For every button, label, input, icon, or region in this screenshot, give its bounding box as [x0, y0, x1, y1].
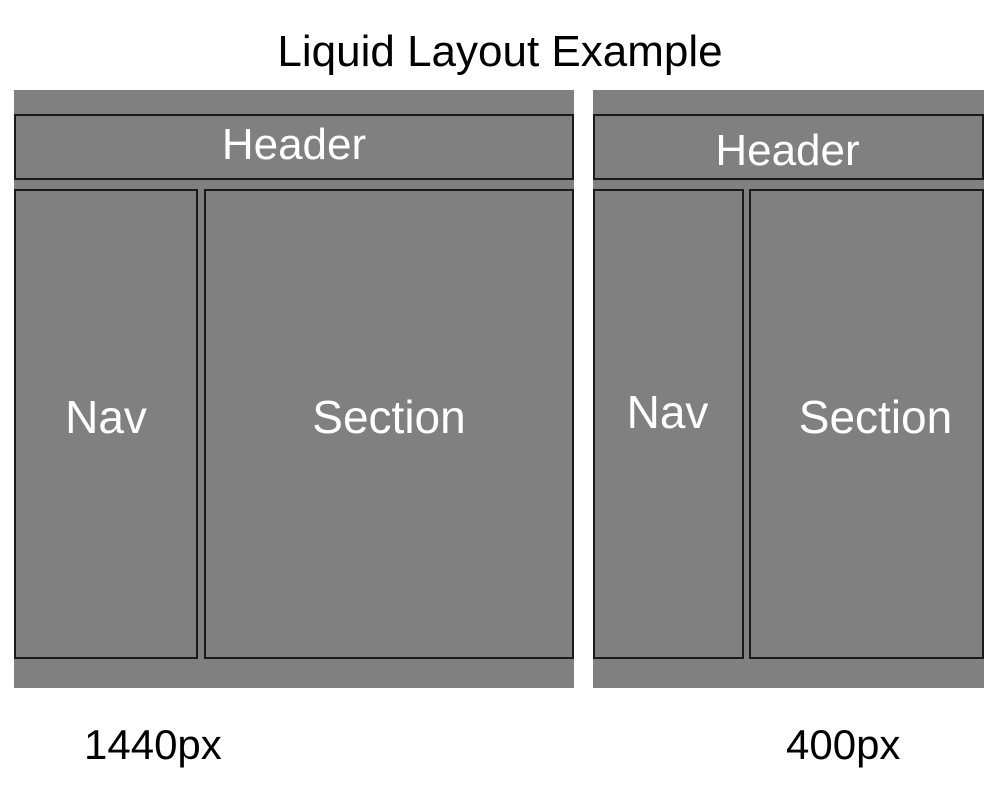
wide-nav-box: Nav [14, 189, 198, 659]
narrow-nav-box: Nav [593, 189, 744, 659]
narrow-header-label: Header [715, 126, 860, 175]
wide-section-label: Section [312, 390, 466, 443]
wide-width-label: 1440px [84, 721, 222, 768]
narrow-width-label: 400px [786, 721, 901, 768]
wide-header-label: Header [221, 120, 367, 169]
wide-header-box: Header [14, 114, 574, 180]
diagram-title: Liquid Layout Example [277, 27, 723, 76]
narrow-layout-panel: Header Nav Section [593, 90, 984, 688]
narrow-section-label: Section [798, 390, 953, 443]
narrow-nav-label: Nav [626, 385, 709, 438]
wide-section-box: Section [204, 189, 574, 659]
wide-nav-label: Nav [65, 390, 147, 443]
narrow-header-box: Header [593, 114, 984, 180]
wide-layout-panel: Header Nav Section [14, 90, 574, 688]
narrow-section-box: Section [749, 189, 984, 659]
